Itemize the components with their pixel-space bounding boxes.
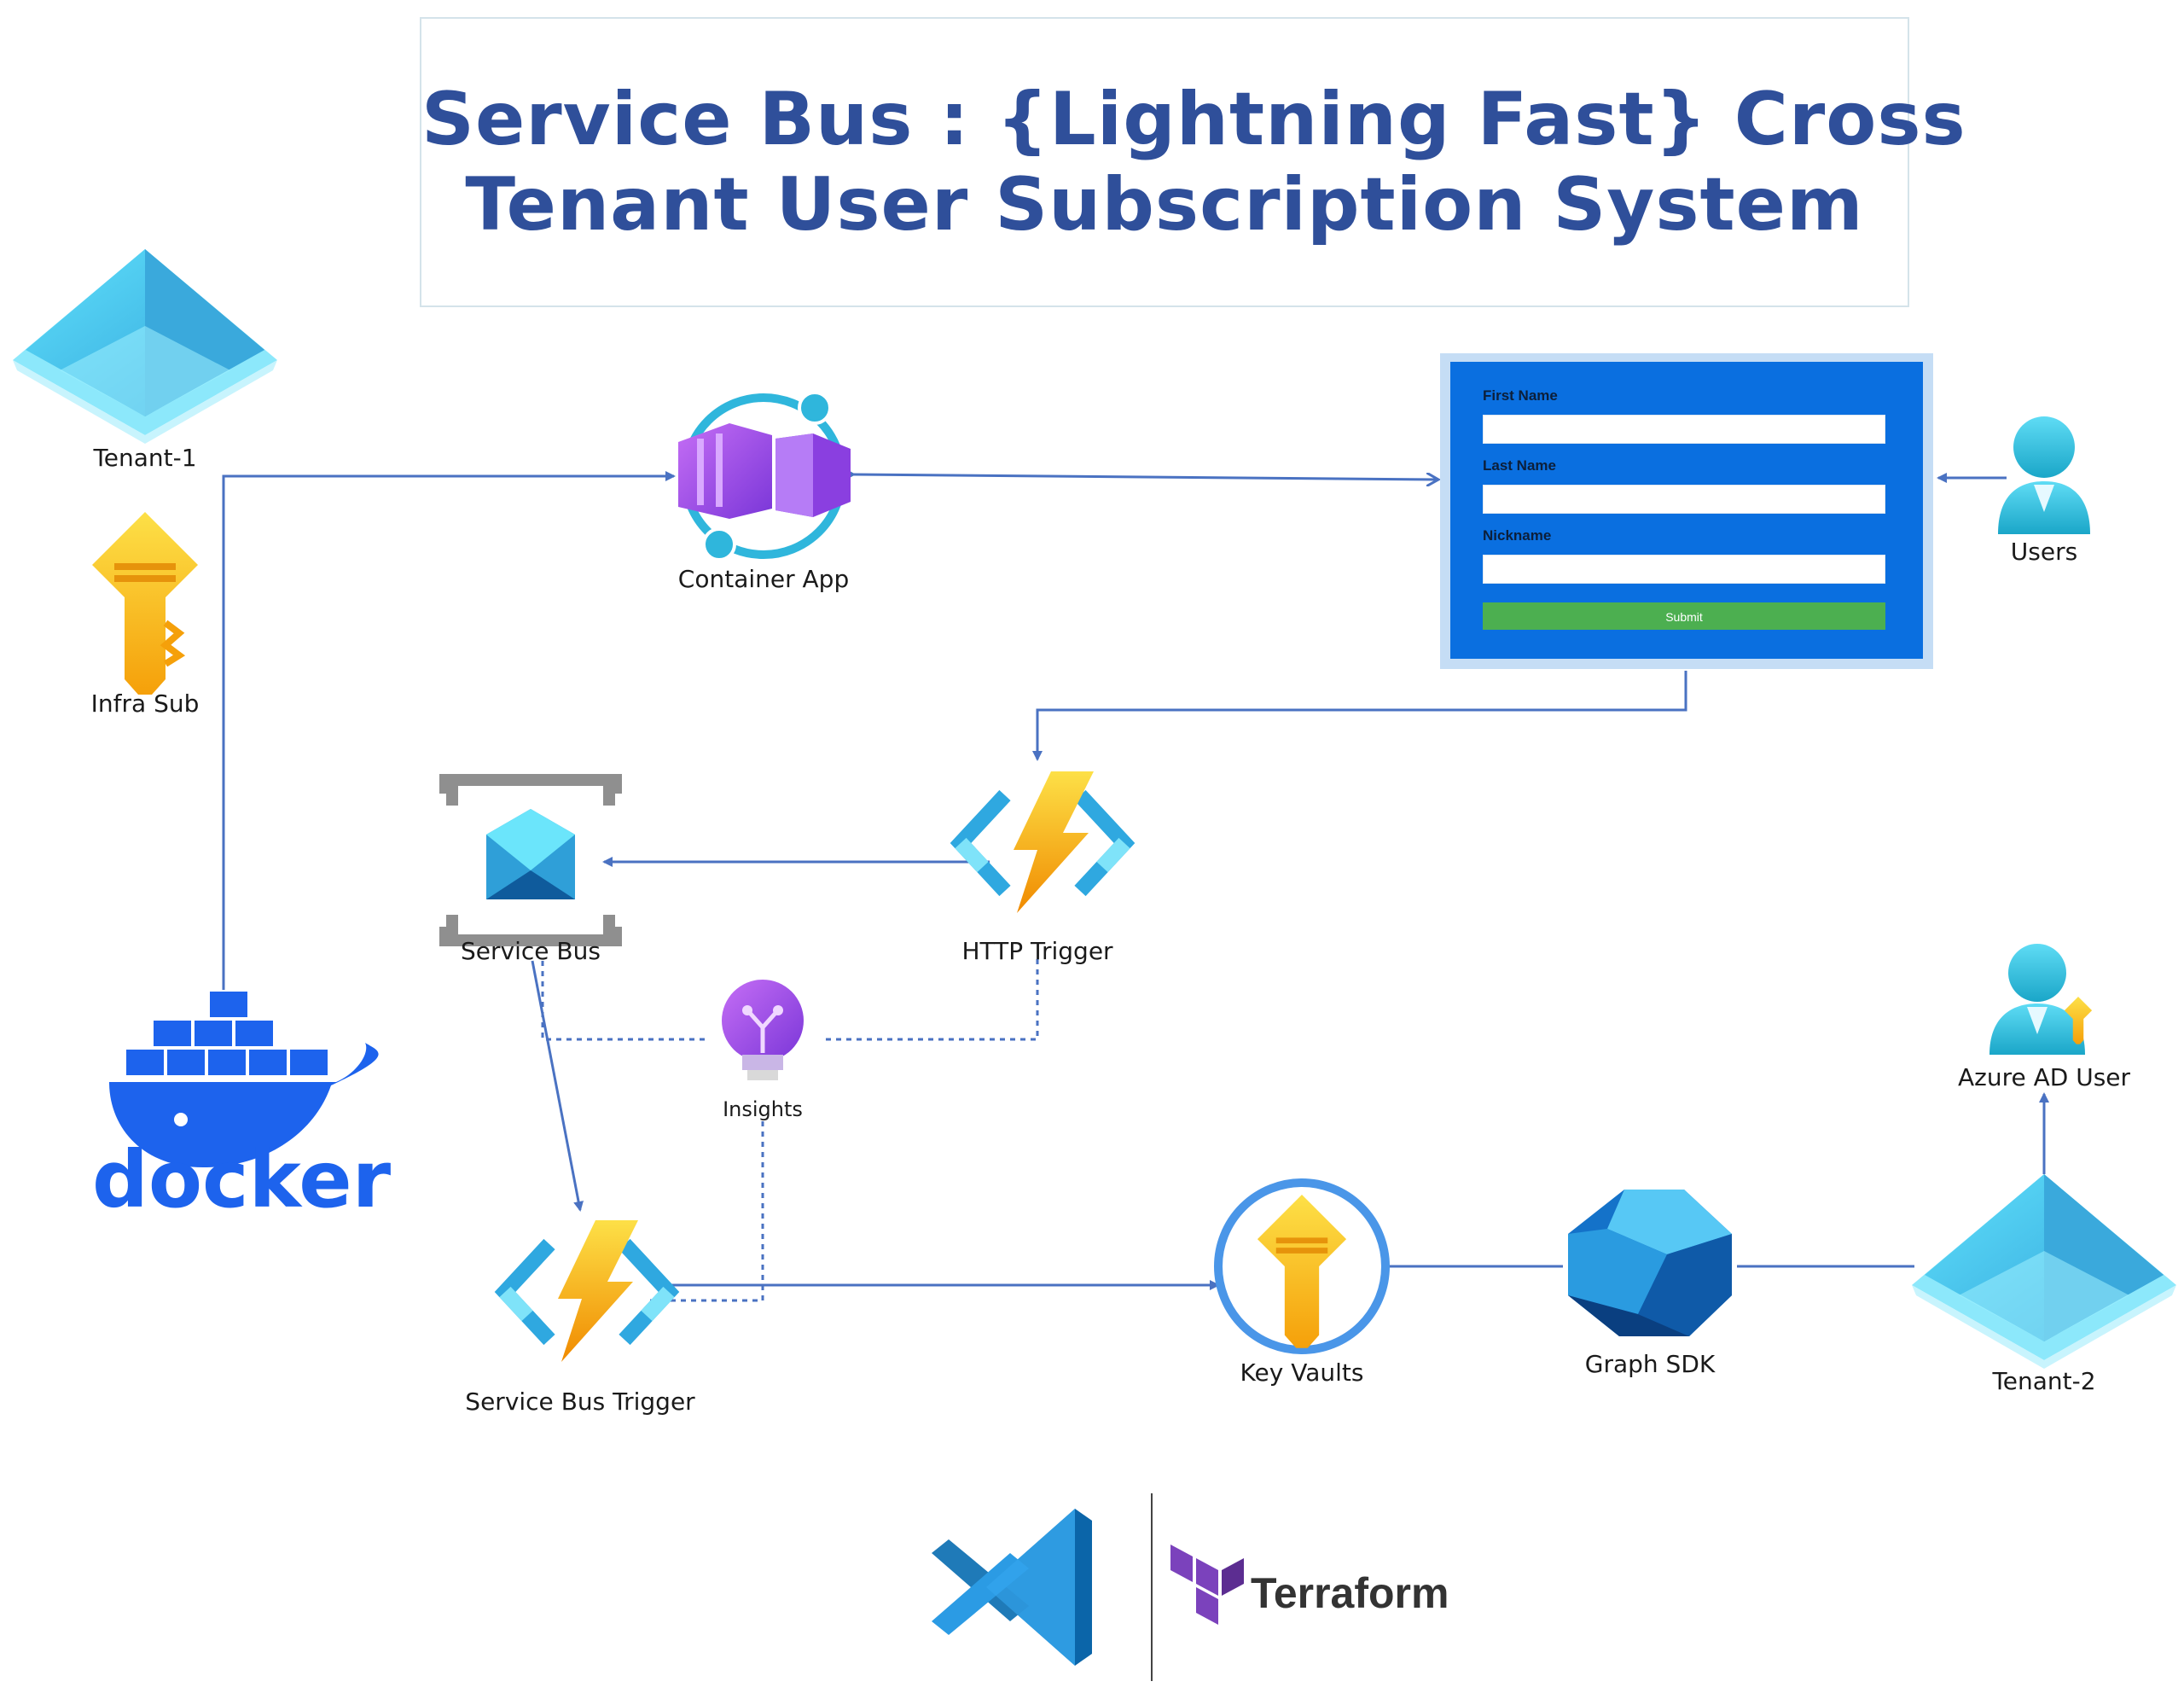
title-line-2: Tenant User Subscription System — [465, 162, 1864, 247]
service-bus-trigger-function-icon — [494, 1220, 680, 1362]
graph-sdk-label: Graph SDK — [1584, 1350, 1716, 1378]
first-name-input[interactable] — [1483, 415, 1885, 444]
users-label: Users — [2010, 538, 2078, 566]
key-vaults-icon — [1214, 1178, 1390, 1354]
connector-container-app-form — [853, 474, 1438, 480]
nickname-label: Nickname — [1483, 527, 1552, 544]
connector-service-bus-to-trigger — [531, 960, 584, 1212]
http-trigger-label: HTTP Trigger — [961, 937, 1113, 965]
service-bus-trigger-label: Service Bus Trigger — [465, 1388, 695, 1416]
insights-bulb-icon — [722, 980, 804, 1080]
graph-sdk-icon — [1568, 1190, 1732, 1336]
submit-button[interactable]: Submit — [1483, 602, 1885, 630]
connectors — [222, 471, 2049, 1302]
service-bus-label: Service Bus — [461, 937, 601, 965]
connector-insights-service-bus — [541, 961, 706, 1041]
users-icon — [1998, 416, 2090, 534]
infra-sub-label: Infra Sub — [90, 689, 200, 718]
connector-insights-http-trigger — [826, 959, 1039, 1041]
terraform-logo-icon — [1170, 1545, 1244, 1625]
container-app-label: Container App — [677, 565, 850, 593]
http-trigger-function-icon — [950, 771, 1136, 913]
docker-wordmark: docker — [92, 1134, 392, 1225]
infra-sub-key-icon — [92, 512, 198, 695]
connector-insights-sb-trigger — [648, 1121, 764, 1302]
tenant1-label: Tenant-1 — [93, 444, 197, 472]
tenant2-azure-ad-icon — [1912, 1174, 2176, 1369]
last-name-input[interactable] — [1483, 485, 1885, 514]
azure-ad-user-icon — [1989, 944, 2093, 1055]
key-vaults-label: Key Vaults — [1240, 1358, 1364, 1387]
first-name-label: First Name — [1483, 387, 1558, 404]
insights-label: Insights — [723, 1097, 803, 1121]
tenant1-azure-ad-icon — [13, 249, 277, 444]
last-name-label: Last Name — [1483, 457, 1556, 474]
nickname-input[interactable] — [1483, 555, 1885, 584]
container-app-icon — [678, 391, 851, 561]
azure-ad-user-label: Azure AD User — [1957, 1063, 2131, 1091]
connector-form-to-http-trigger — [1032, 671, 1687, 761]
title-box: Service Bus : {Lightning Fast} Cross Ten… — [420, 17, 1966, 307]
tenant2-label: Tenant-2 — [1992, 1367, 2096, 1395]
vscode-logo-icon — [932, 1509, 1092, 1666]
terraform-wordmark: Terraform — [1251, 1569, 1449, 1617]
docker-whale-icon — [109, 992, 379, 1167]
connector-docker-to-container-app — [222, 471, 676, 990]
subscription-form: First Name Last Name Nickname Submit — [1440, 353, 1933, 669]
title-line-1: Service Bus : {Lightning Fast} Cross — [421, 77, 1966, 162]
service-bus-icon — [439, 774, 622, 946]
form-panel: First Name Last Name Nickname Submit — [1450, 362, 1923, 659]
